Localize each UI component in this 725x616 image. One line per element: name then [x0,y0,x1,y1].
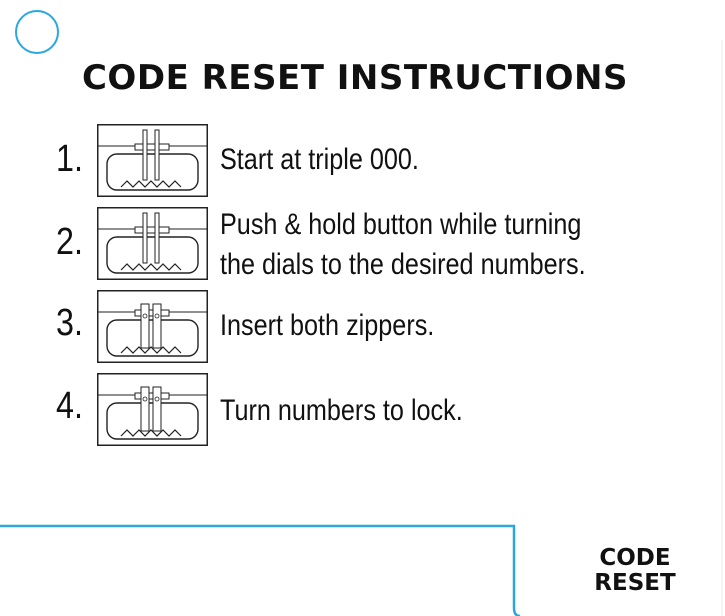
lock-diagram-icon [97,207,208,280]
step-number: 3. [56,302,83,344]
step-text: Start at triple 000. [220,140,419,180]
step-text-line: the dials to the desired numbers. [220,248,586,281]
lock-diagram-icon [97,290,208,363]
step-number: 2. [56,221,83,263]
step-text-line: Push & hold button while turning [220,208,582,241]
code-reset-tab-label: CODE RESET [560,546,710,596]
step-text: Turn numbers to lock. [220,391,463,431]
hang-hole-icon [15,10,59,54]
page-title: CODE RESET INSTRUCTIONS [81,58,628,98]
step-text-line: Start at triple 000. [220,143,419,176]
step-text: Push & hold button while turning the dia… [220,205,586,285]
tab-label-line: CODE [599,545,671,571]
tab-label-line: RESET [594,570,676,596]
step-text-line: Turn numbers to lock. [220,394,463,427]
step-number: 1. [56,138,83,180]
lock-diagram-icon [97,124,208,197]
step-text: Insert both zippers. [220,306,434,346]
step-text-line: Insert both zippers. [220,309,435,342]
step-number: 4. [56,385,83,427]
lock-diagram-icon [97,373,208,446]
